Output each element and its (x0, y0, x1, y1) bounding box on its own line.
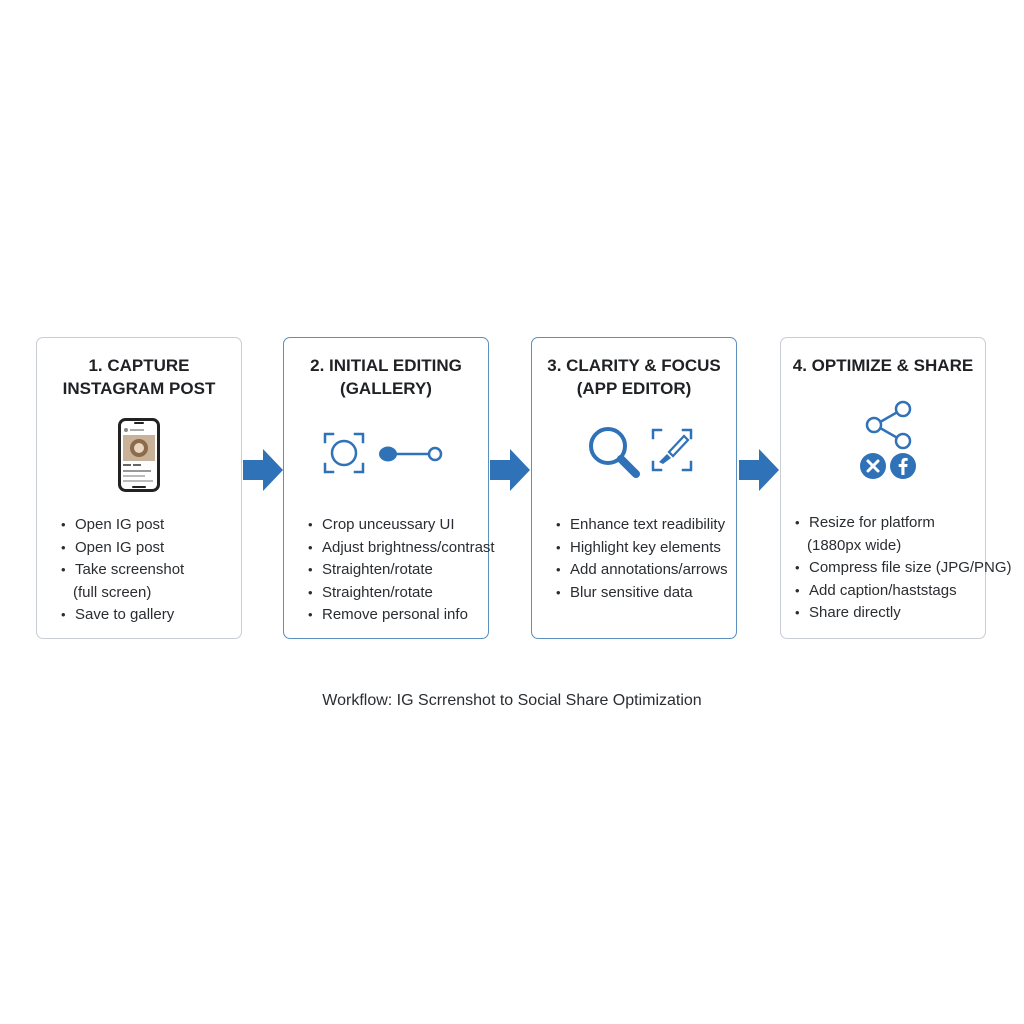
list-item: Compress file size (JPG/PNG) (795, 557, 1012, 580)
list-item: Add annotations/arrows (556, 559, 728, 582)
list-item: Open IG post (61, 537, 184, 560)
crop-icon (323, 432, 365, 474)
step-bullets: Enhance text readibility Highlight key e… (556, 514, 728, 604)
step-card-initial-editing: 2. INITIAL EDITING (GALLERY) Crop unceus… (283, 337, 495, 639)
step-card-clarity-focus: 3. CLARITY & FOCUS (APP EDITOR) Enhance … (531, 337, 737, 639)
step-bullets: Resize for platform (1880px wide) Compre… (795, 512, 1012, 625)
list-item: Straighten/rotate (308, 559, 495, 582)
step-title: 2. INITIAL EDITING (GALLERY) (310, 356, 462, 398)
list-item: Share directly (795, 602, 1012, 625)
list-item: Highlight key elements (556, 537, 728, 560)
brush-icon (651, 428, 693, 472)
step-title: 4. OPTIMIZE & SHARE (792, 356, 974, 375)
magnifier-icon (589, 427, 640, 478)
icon-area (532, 418, 736, 498)
smartphone-icon (118, 418, 160, 492)
list-item: Enhance text readibility (556, 514, 728, 537)
step-card-optimize-share: 4. OPTIMIZE & SHARE Resize for platform … (780, 337, 1012, 639)
list-item: Open IG post (61, 514, 184, 537)
slider-icon (379, 446, 443, 462)
icon-area (284, 418, 488, 498)
icon-area (37, 418, 241, 498)
step-title: 3. CLARITY & FOCUS (APP EDITOR) (547, 356, 721, 398)
arrow-right-icon (243, 449, 283, 491)
arrow-right-icon (490, 449, 530, 491)
list-item: Take screenshot (61, 559, 184, 582)
icon-area (781, 400, 985, 498)
step-card-capture: 1. CAPTURE INSTAGRAM POST Open IG post O… (36, 337, 242, 639)
facebook-logo-icon (890, 453, 916, 479)
list-item: (1880px wide) (807, 536, 902, 554)
step-bullets: Crop unceussary UI Adjust brightness/con… (308, 514, 495, 627)
share-icon (865, 400, 912, 450)
list-item: Resize for platform (795, 512, 1012, 535)
list-item: Blur sensitive data (556, 582, 728, 605)
diagram-caption: Workflow: IG Scrrenshot to Social Share … (322, 692, 702, 709)
arrow-right-icon (739, 449, 779, 491)
step-title: 1. CAPTURE INSTAGRAM POST (62, 356, 216, 398)
list-item: Save to gallery (61, 604, 184, 627)
step-bullets: Open IG post Open IG post Take screensho… (61, 514, 184, 627)
list-item: Straighten/rotate (308, 582, 495, 605)
list-item: Crop unceussary UI (308, 514, 495, 537)
list-item: (full screen) (73, 583, 152, 601)
list-item: Remove personal info (308, 604, 495, 627)
list-item: Add caption/haststags (795, 580, 1012, 603)
list-item: Adjust brightness/contrast (308, 537, 495, 560)
x-logo-icon (860, 453, 886, 479)
